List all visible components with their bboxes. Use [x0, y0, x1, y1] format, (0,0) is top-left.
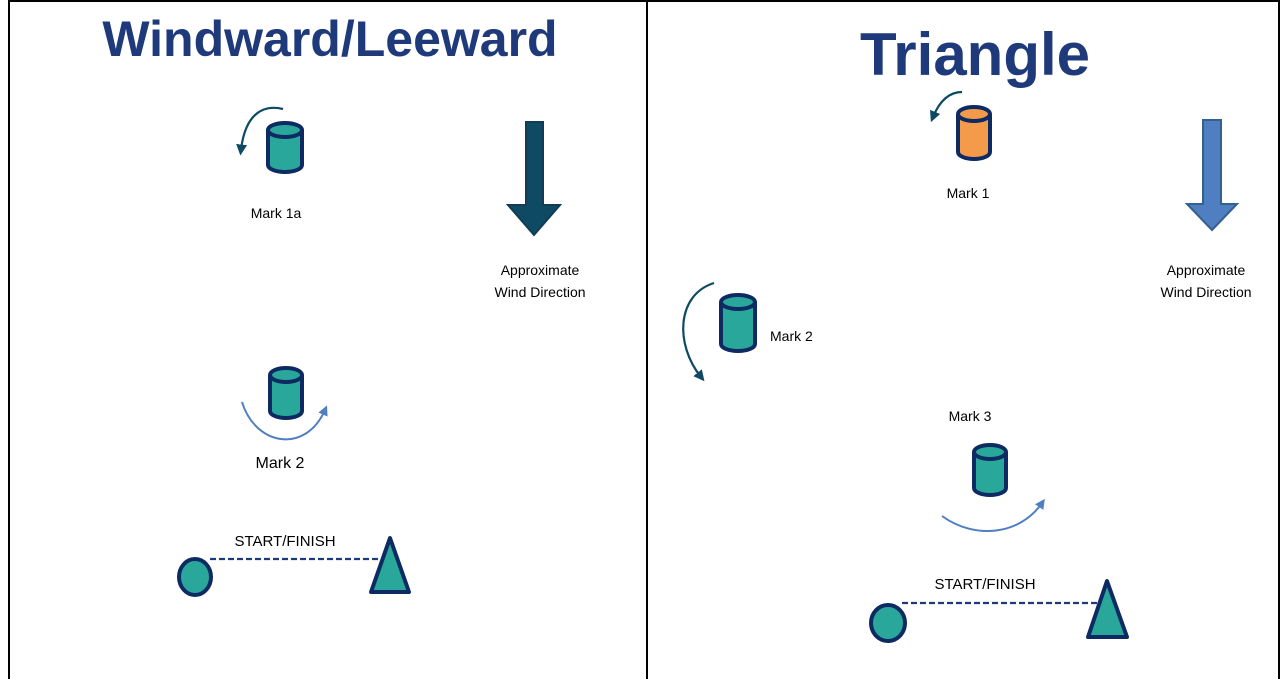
- mark-1-rounding-arrow-icon: [930, 90, 963, 123]
- finish-triangle-buoy-icon: [369, 536, 411, 594]
- wind-direction-label-line2-right: Wind Direction: [1160, 284, 1252, 300]
- mark-2-cylinder-buoy-icon-right: [719, 293, 757, 353]
- mark-2-label: Mark 2: [255, 455, 305, 472]
- mark-3-label: Mark 3: [948, 408, 992, 424]
- mark-1-label: Mark 1: [946, 185, 990, 201]
- start-circle-buoy-icon: [177, 557, 213, 597]
- panel-divider: [646, 0, 648, 679]
- wind-direction-down-arrow-icon-right: [1184, 119, 1240, 232]
- finish-triangle-buoy-icon-right: [1086, 579, 1129, 639]
- mark-2-label-right: Mark 2: [770, 328, 813, 344]
- mark-1a-rounding-arrow-icon: [236, 106, 284, 156]
- mark-3-rounding-arrow-icon: [941, 498, 1045, 533]
- mark-2-rounding-arrow-icon-right: [682, 281, 715, 382]
- triangle-title: Triangle: [859, 21, 1091, 88]
- wind-direction-label-line1: Approximate: [500, 262, 580, 278]
- wind-direction-label-line1-right: Approximate: [1166, 262, 1246, 278]
- wind-direction-down-arrow-icon: [505, 121, 563, 237]
- mark-1a-label: Mark 1a: [250, 205, 302, 221]
- mark-2-rounding-arrow-icon: [241, 401, 328, 441]
- mark-2-cylinder-buoy-icon: [268, 366, 304, 420]
- start-finish-label-right: START/FINISH: [934, 576, 1036, 593]
- mark-1-cylinder-buoy-icon: [956, 105, 992, 161]
- diagram-frame: [8, 0, 1280, 679]
- start-circle-buoy-icon-right: [869, 603, 907, 643]
- mark-1a-cylinder-buoy-icon: [266, 121, 304, 174]
- mark-3-cylinder-buoy-icon: [972, 443, 1008, 497]
- start-finish-label: START/FINISH: [234, 533, 336, 550]
- windward-leeward-title: Windward/Leeward: [102, 11, 558, 67]
- wind-direction-label-line2: Wind Direction: [494, 284, 586, 300]
